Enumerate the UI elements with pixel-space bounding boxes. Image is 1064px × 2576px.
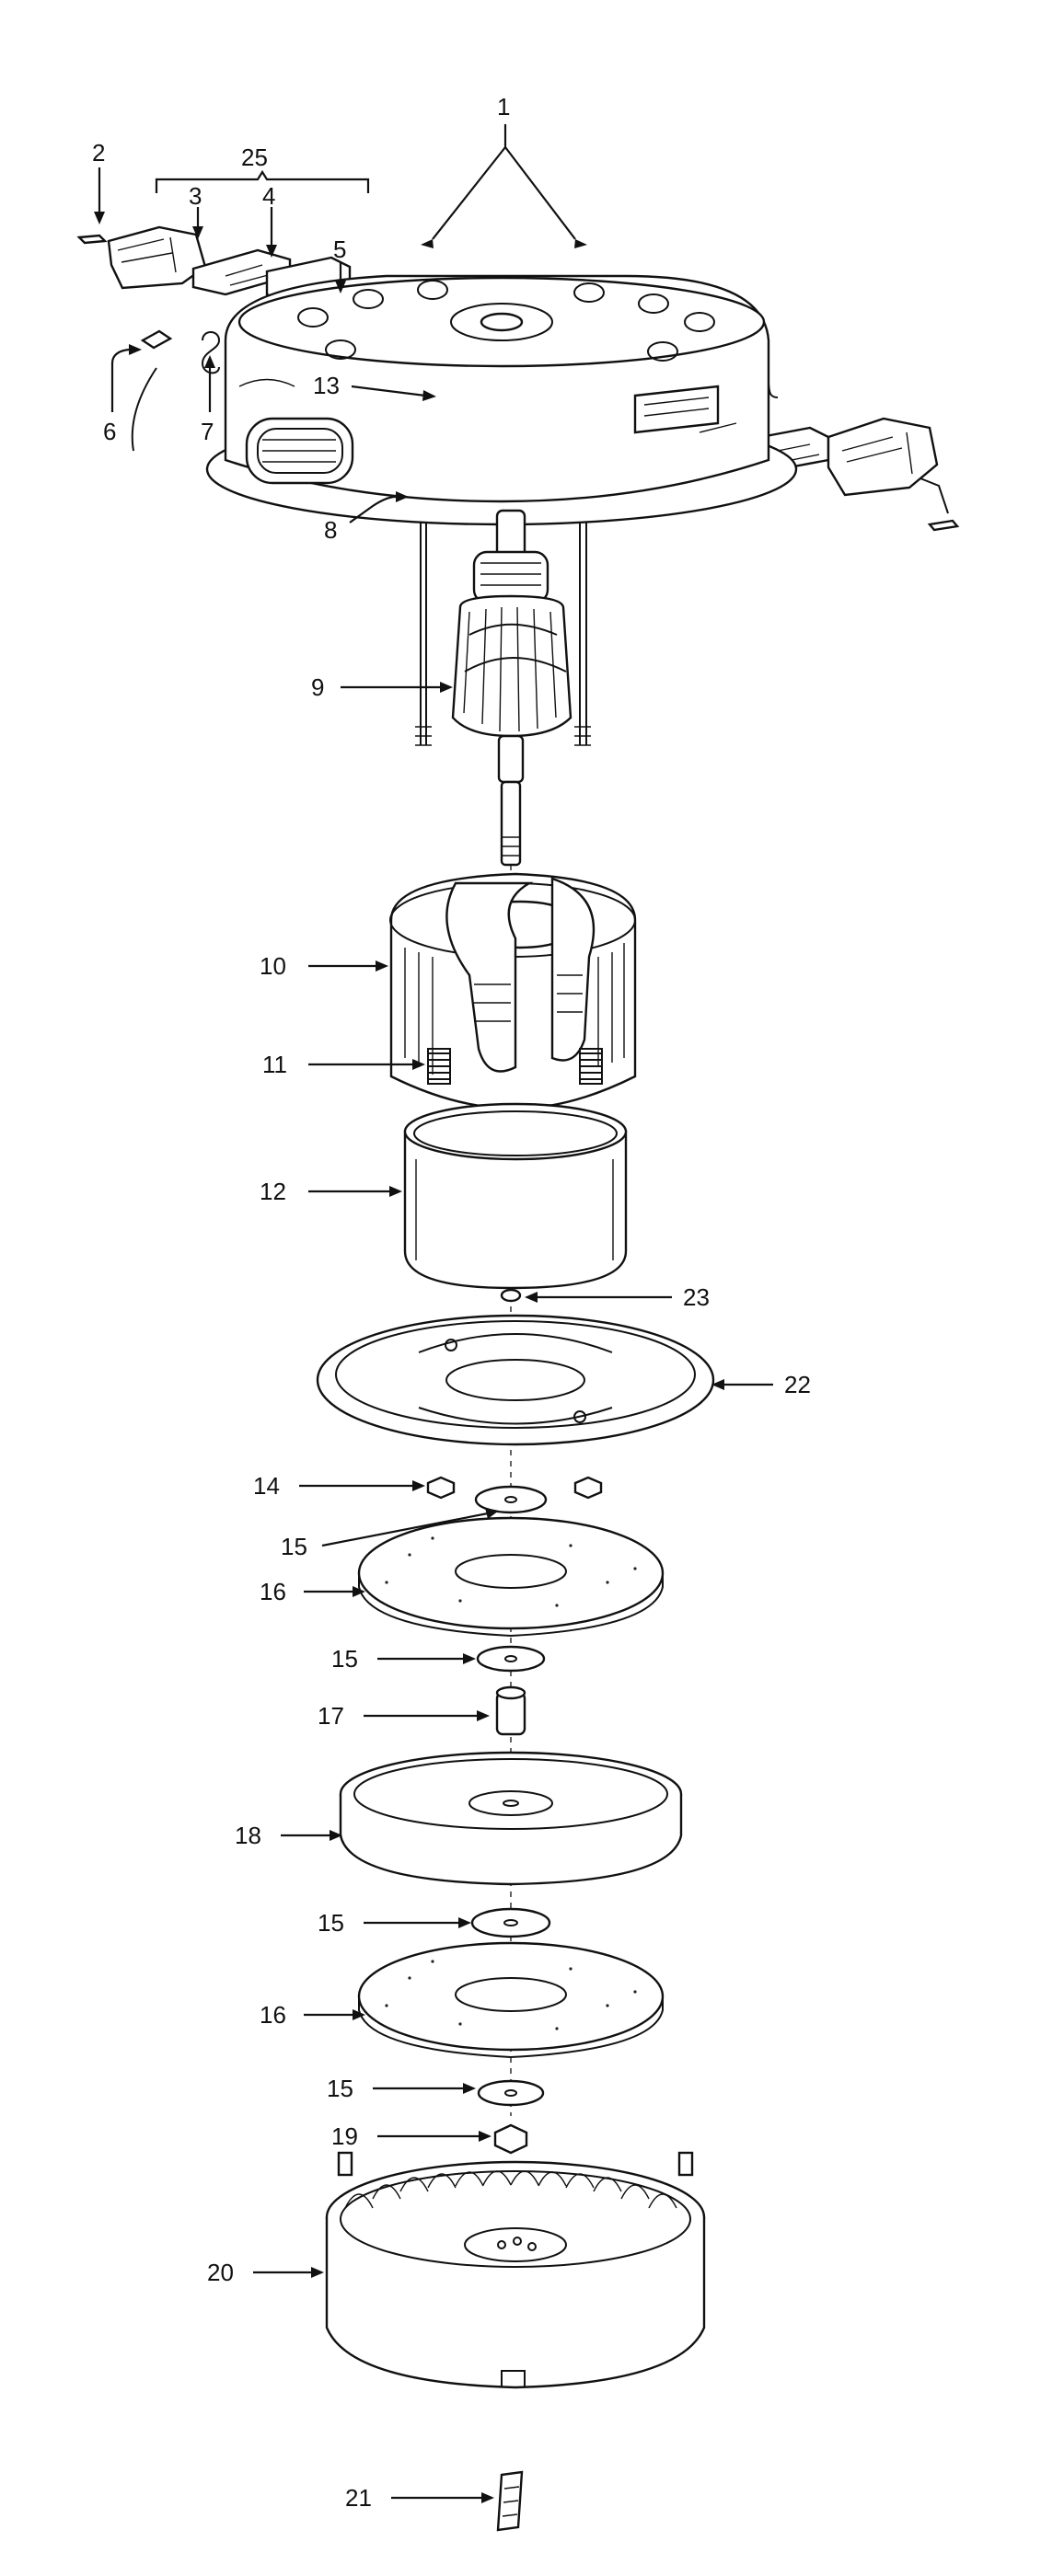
callout-8: 8 <box>324 516 337 544</box>
callout-3: 3 <box>189 182 202 210</box>
fan-upper <box>357 1516 665 1638</box>
callout-12: 12 <box>260 1178 286 1205</box>
callout-22: 22 <box>784 1371 811 1398</box>
callout-2: 2 <box>92 139 105 167</box>
callout-10: 10 <box>260 952 286 980</box>
callout-13: 13 <box>313 372 340 399</box>
motor-shell <box>403 1102 628 1303</box>
callout-6: 6 <box>103 418 116 445</box>
nuts <box>426 1476 603 1500</box>
shroud-plate <box>316 1314 715 1446</box>
leader-lines <box>94 124 773 2503</box>
callout-11: 11 <box>262 1051 287 1078</box>
end-bell-housing <box>205 274 798 526</box>
fan-housing-base <box>325 2151 706 2389</box>
callout-16a: 16 <box>260 1578 286 1605</box>
callout-23: 23 <box>683 1283 710 1311</box>
callout-7: 7 <box>201 418 214 445</box>
fan-cup <box>339 1751 683 1886</box>
washer-third <box>470 1907 551 1938</box>
callout-15b: 15 <box>331 1645 358 1673</box>
callout-4: 4 <box>262 182 275 210</box>
callout-20: 20 <box>207 2259 234 2286</box>
clip <box>496 2470 524 2532</box>
washer-top <box>474 1485 548 1514</box>
callout-15a: 15 <box>281 1533 307 1560</box>
callout-5: 5 <box>333 236 346 263</box>
armature <box>451 509 572 867</box>
callout-9: 9 <box>311 673 324 701</box>
callout-labels: 1 2 3 4 5 6 7 8 9 10 11 12 13 14 15 15 1… <box>92 93 811 2512</box>
fan-lower <box>357 1941 665 2059</box>
callout-15c: 15 <box>318 1909 344 1937</box>
field-coil-stator <box>389 872 637 1110</box>
springs <box>427 1048 603 1085</box>
washer-bottom <box>477 2079 545 2107</box>
callout-18: 18 <box>235 1822 261 1849</box>
callout-19: 19 <box>331 2122 358 2150</box>
callout-15d: 15 <box>327 2075 353 2102</box>
center-nut <box>493 2123 528 2155</box>
callout-25: 25 <box>241 144 268 171</box>
callout-16b: 16 <box>260 2001 286 2029</box>
spacer <box>495 1685 526 1736</box>
callout-17: 17 <box>318 1702 344 1730</box>
callout-14: 14 <box>253 1472 280 1500</box>
callout-21: 21 <box>345 2484 372 2512</box>
washer-second <box>476 1645 546 1673</box>
callout-1: 1 <box>497 93 510 121</box>
